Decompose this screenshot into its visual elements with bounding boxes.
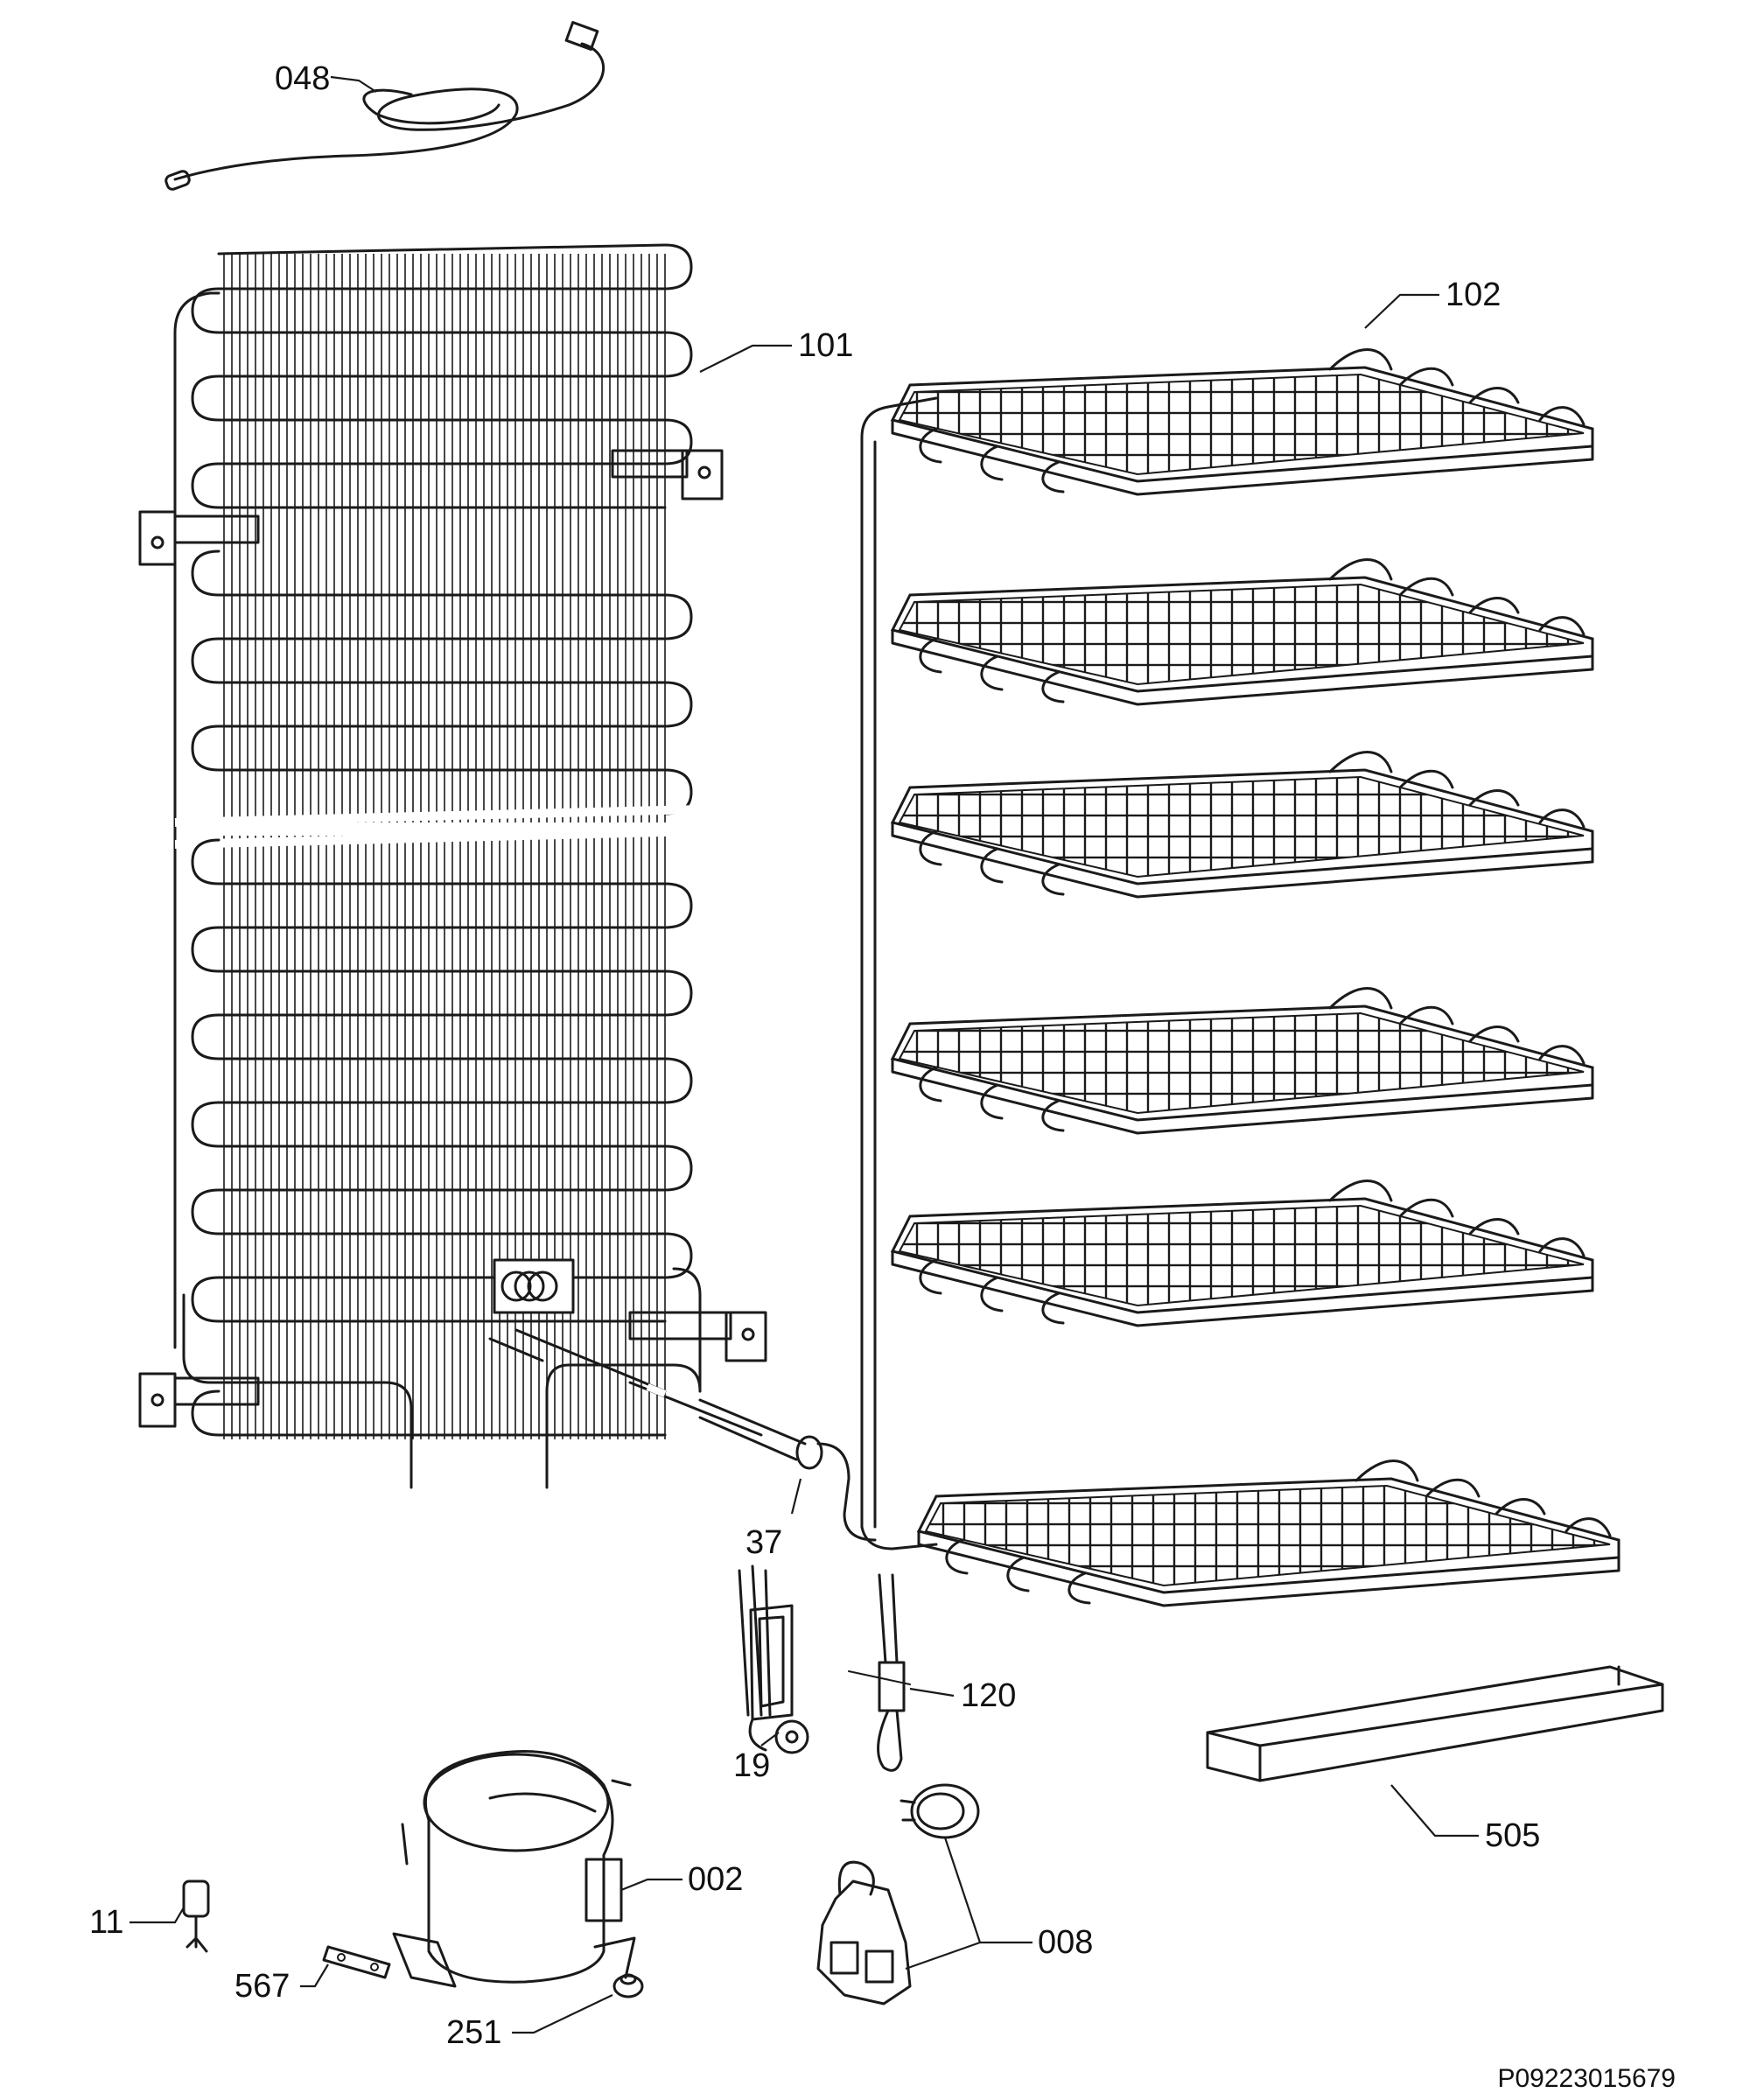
label-102: 102 (1446, 276, 1501, 313)
part-120-thermal-fuse[interactable] (848, 1573, 911, 1772)
label-567: 567 (234, 1968, 290, 2005)
part-labels: 048 101 102 37 120 19 505 002 008 11 567… (89, 60, 1540, 2051)
label-002: 002 (688, 1861, 743, 1898)
leader-lines (130, 75, 1479, 2034)
part-048-sensor-cable[interactable] (164, 21, 605, 191)
label-37: 37 (746, 1524, 782, 1561)
label-008: 008 (1038, 1924, 1093, 1961)
label-048: 048 (275, 60, 330, 97)
part-251-grommet[interactable] (612, 1973, 644, 1998)
label-101: 101 (798, 327, 853, 364)
reference-code: P09223015679 (1497, 2064, 1676, 2093)
part-505-handle-bar[interactable] (1206, 1665, 1664, 1782)
part-19-heater[interactable] (738, 1564, 809, 1754)
part-101-condenser[interactable] (138, 243, 767, 1489)
part-008-relay-overload[interactable] (816, 1783, 980, 2006)
label-11: 11 (89, 1904, 123, 1941)
label-19: 19 (733, 1747, 770, 1784)
label-120: 120 (961, 1677, 1016, 1714)
part-102-evaporator-shelves[interactable] (860, 348, 1620, 1607)
part-37-drier-filter[interactable] (488, 1328, 877, 1542)
label-505: 505 (1485, 1817, 1540, 1854)
part-567-bracket[interactable] (322, 1945, 391, 1979)
part-11-process-valve[interactable] (182, 1880, 210, 1953)
label-251: 251 (446, 2014, 501, 2051)
part-002-compressor[interactable] (392, 1750, 636, 1988)
